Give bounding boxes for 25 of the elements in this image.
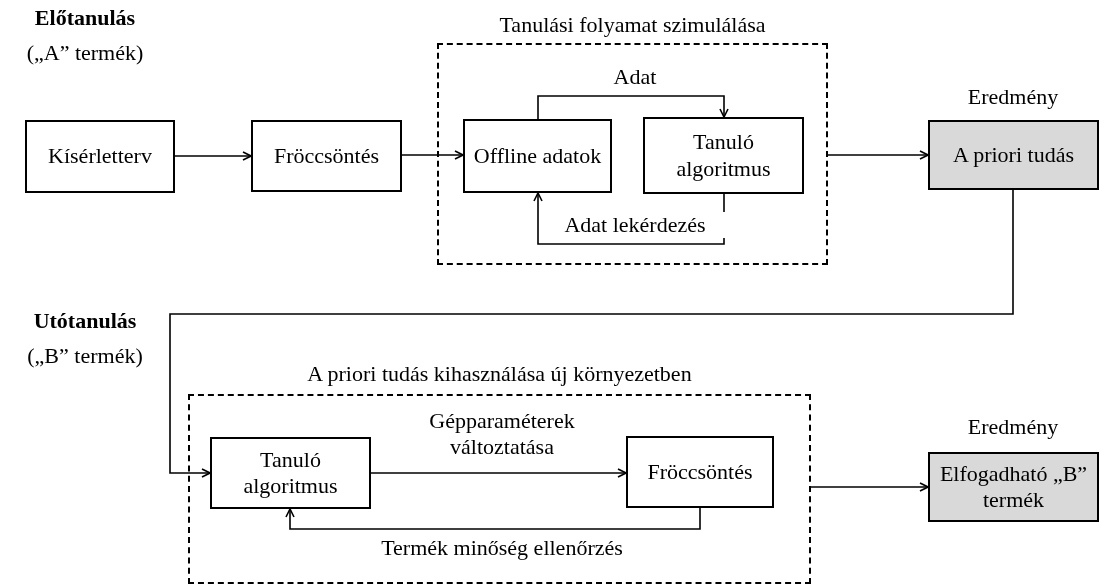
- caption-text: Eredmény: [966, 84, 1060, 110]
- caption-text: Eredmény: [966, 414, 1060, 440]
- arrow: [810, 482, 929, 492]
- phase-subtitle: („A” termék): [25, 40, 145, 66]
- group-title: A priori tudás kihasználása új környezetben: [306, 361, 693, 388]
- arrow: [285, 507, 701, 530]
- arrow: [537, 95, 729, 120]
- process-box: Fröccsöntés: [251, 120, 402, 192]
- process-box: Tanuló algoritmus: [210, 437, 371, 509]
- arrow: [169, 189, 1014, 478]
- process-box: Tanuló algoritmus: [643, 117, 804, 194]
- phase-heading: Utótanulás: [32, 308, 138, 334]
- phase-heading: Előtanulás: [33, 5, 137, 31]
- phase-subtitle: („B” termék): [26, 343, 144, 369]
- arrow: [401, 150, 464, 160]
- arrow: [827, 150, 929, 160]
- arrow: [370, 468, 627, 478]
- arrow: [533, 192, 725, 245]
- process-box: Offline adatok: [463, 119, 612, 193]
- arrow: [174, 151, 252, 161]
- group-title: Tanulási folyamat szimulálása: [498, 12, 767, 39]
- result-box: A priori tudás: [928, 120, 1099, 190]
- process-box: Kísérletterv: [25, 120, 175, 193]
- result-box: Elfogadható „B” termék: [928, 452, 1099, 522]
- process-box: Fröccsöntés: [626, 436, 774, 508]
